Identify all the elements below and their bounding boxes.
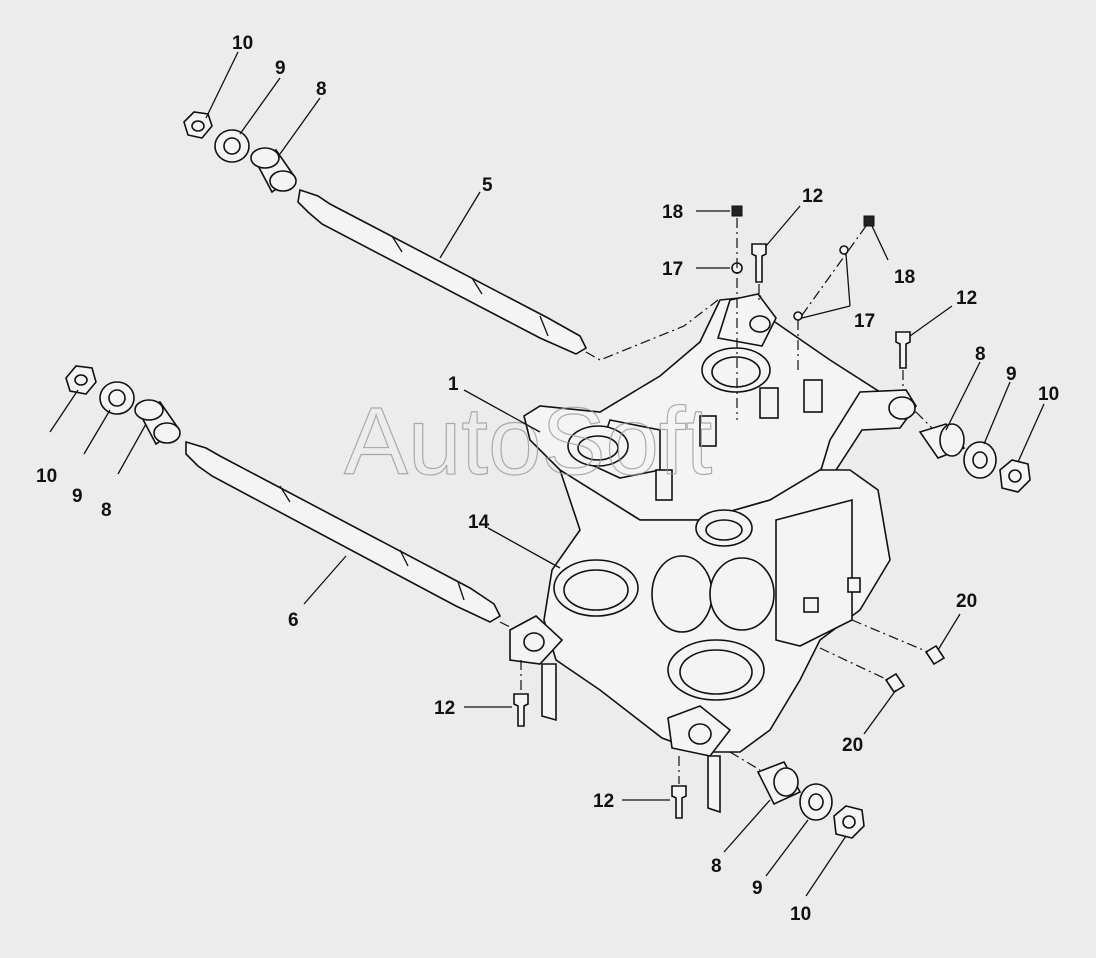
fasteners xyxy=(513,205,946,819)
callout-9-bot: 9 xyxy=(752,878,763,899)
right-hardware xyxy=(915,411,1031,493)
callout-20-a: 20 xyxy=(956,591,977,612)
washer-17-b xyxy=(839,245,849,255)
bolt-12-top xyxy=(751,243,767,283)
callout-10-top: 10 xyxy=(232,33,253,54)
housing-top-ear xyxy=(716,293,777,347)
callout-10-left: 10 xyxy=(36,466,57,487)
callout-8-top: 8 xyxy=(316,79,327,100)
callout-8-bot: 8 xyxy=(711,856,722,877)
callout-12-top: 12 xyxy=(802,186,823,207)
callout-10-right: 10 xyxy=(1038,384,1059,405)
callout-18-a: 18 xyxy=(662,202,683,223)
plug-20-b xyxy=(884,672,906,694)
callout-14: 14 xyxy=(468,512,490,533)
housing-assembly xyxy=(509,293,917,814)
shaft-6 xyxy=(185,440,502,623)
callout-17-b: 17 xyxy=(854,311,875,332)
nut-18-a xyxy=(731,205,743,217)
port-center xyxy=(651,555,713,633)
callout-9-right: 9 xyxy=(1006,364,1017,385)
bottom-hardware xyxy=(729,751,865,839)
callout-labels: 10 9 8 5 10 9 8 1 14 6 18 17 12 18 17 12… xyxy=(36,33,1059,925)
bolt-12-bottom xyxy=(671,785,687,819)
callout-9-top: 9 xyxy=(275,58,286,79)
shaft-5 xyxy=(297,188,588,355)
callout-5: 5 xyxy=(482,175,493,196)
callout-20-b: 20 xyxy=(842,735,863,756)
leader-lines xyxy=(49,51,1045,897)
callout-12-mid: 12 xyxy=(434,698,455,719)
nut-10-top-hole xyxy=(191,120,205,132)
callout-8-right: 8 xyxy=(975,344,986,365)
callout-12-right: 12 xyxy=(956,288,977,309)
callout-6: 6 xyxy=(288,610,299,631)
watermark: AutoSoft xyxy=(344,388,712,495)
callout-17-a: 17 xyxy=(662,259,683,280)
callout-8-left: 8 xyxy=(101,500,112,521)
upper-shaft-assembly xyxy=(183,111,719,361)
callout-18-b: 18 xyxy=(894,267,915,288)
plug-20-a xyxy=(924,644,946,666)
callout-1: 1 xyxy=(448,374,459,395)
lower-shaft-assembly xyxy=(65,365,661,701)
bolt-12-mid xyxy=(513,693,529,727)
bolt-12-right xyxy=(895,331,911,369)
callout-9-left: 9 xyxy=(72,486,83,507)
callout-10-bot: 10 xyxy=(790,904,811,925)
nut-18-b xyxy=(863,215,875,227)
callout-12-bot: 12 xyxy=(593,791,614,812)
